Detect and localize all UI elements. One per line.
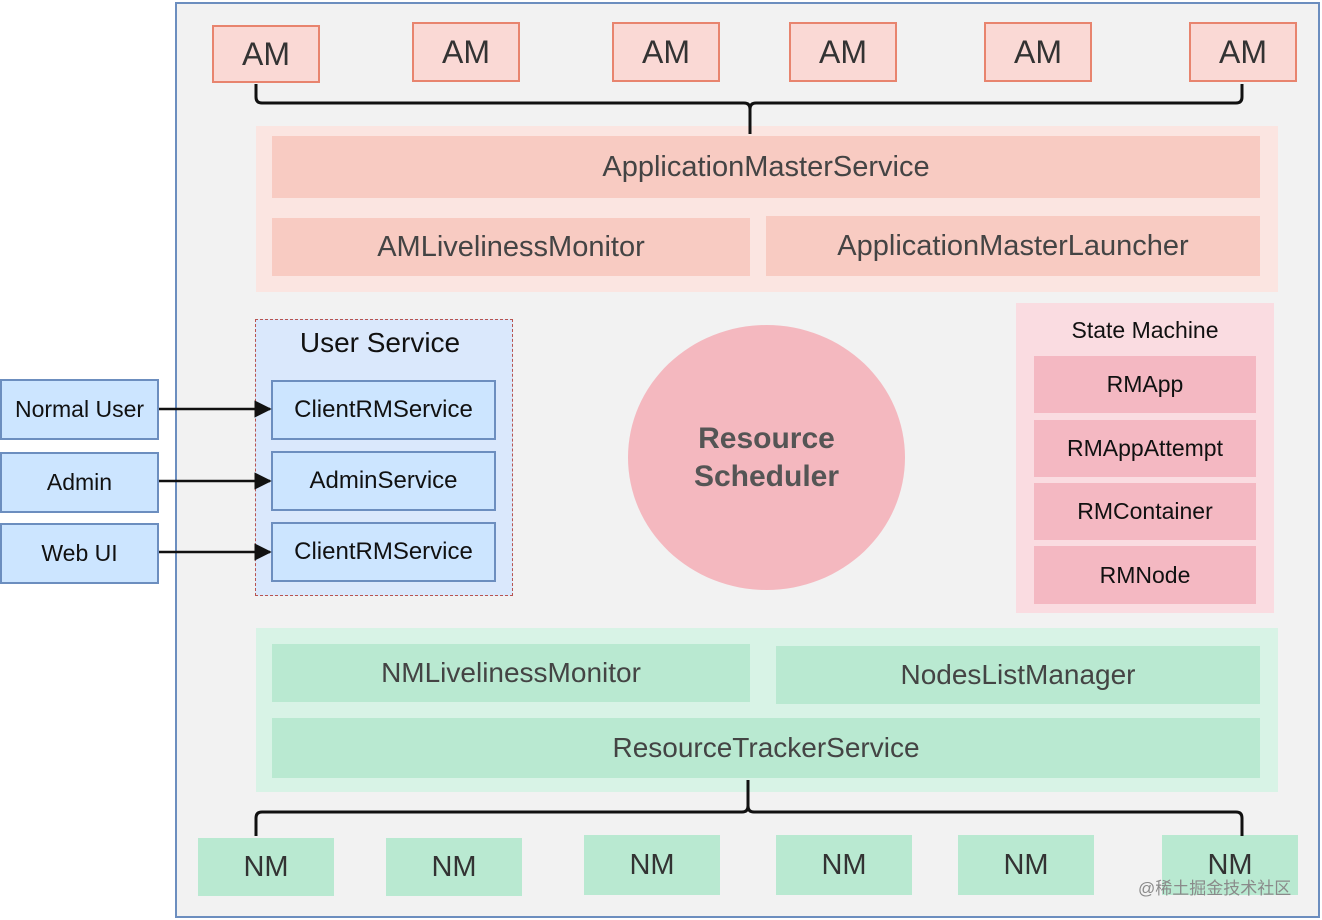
resource-tracker-service: ResourceTrackerService	[272, 718, 1260, 778]
admin-service: AdminService	[271, 451, 496, 511]
application-master-service: ApplicationMasterService	[272, 136, 1260, 198]
client-rm-service-2: ClientRMService	[271, 522, 496, 582]
state-rmapp: RMApp	[1034, 356, 1256, 413]
nm-node-5: NM	[958, 835, 1094, 895]
resource-scheduler-line1: Resource	[698, 421, 835, 455]
nm-liveliness-monitor: NMLivelinessMonitor	[272, 644, 750, 702]
am-node-2: AM	[412, 22, 520, 82]
application-master-launcher: ApplicationMasterLauncher	[766, 216, 1260, 276]
am-node-3: AM	[612, 22, 720, 82]
client-normal-user: Normal User	[0, 379, 159, 440]
nm-node-2: NM	[386, 838, 522, 896]
nm-node-6: NM	[1162, 835, 1298, 895]
state-rmcontainer: RMContainer	[1034, 483, 1256, 540]
nm-node-1: NM	[198, 838, 334, 896]
client-admin: Admin	[0, 452, 159, 513]
user-service-title: User Service	[299, 327, 461, 358]
bottom-bracket	[254, 780, 1244, 836]
nm-node-4: NM	[776, 835, 912, 895]
nodes-list-manager: NodesListManager	[776, 646, 1260, 704]
state-rmnode: RMNode	[1034, 546, 1256, 604]
state-machine-title: State Machine	[1071, 316, 1219, 343]
am-node-5: AM	[984, 22, 1092, 82]
resource-scheduler-line2: Scheduler	[693, 459, 840, 493]
nm-node-3: NM	[584, 835, 720, 895]
top-bracket	[254, 84, 1244, 134]
client-web-ui: Web UI	[0, 523, 159, 584]
state-rmappattempt: RMAppAttempt	[1034, 420, 1256, 477]
resource-scheduler: Resource Scheduler	[628, 325, 905, 590]
am-node-6: AM	[1189, 22, 1297, 82]
client-rm-service-1: ClientRMService	[271, 380, 496, 440]
am-liveliness-monitor: AMLivelinessMonitor	[272, 218, 750, 276]
am-node-4: AM	[789, 22, 897, 82]
am-node-1: AM	[212, 25, 320, 83]
watermark: @稀土掘金技术社区	[1138, 879, 1292, 898]
